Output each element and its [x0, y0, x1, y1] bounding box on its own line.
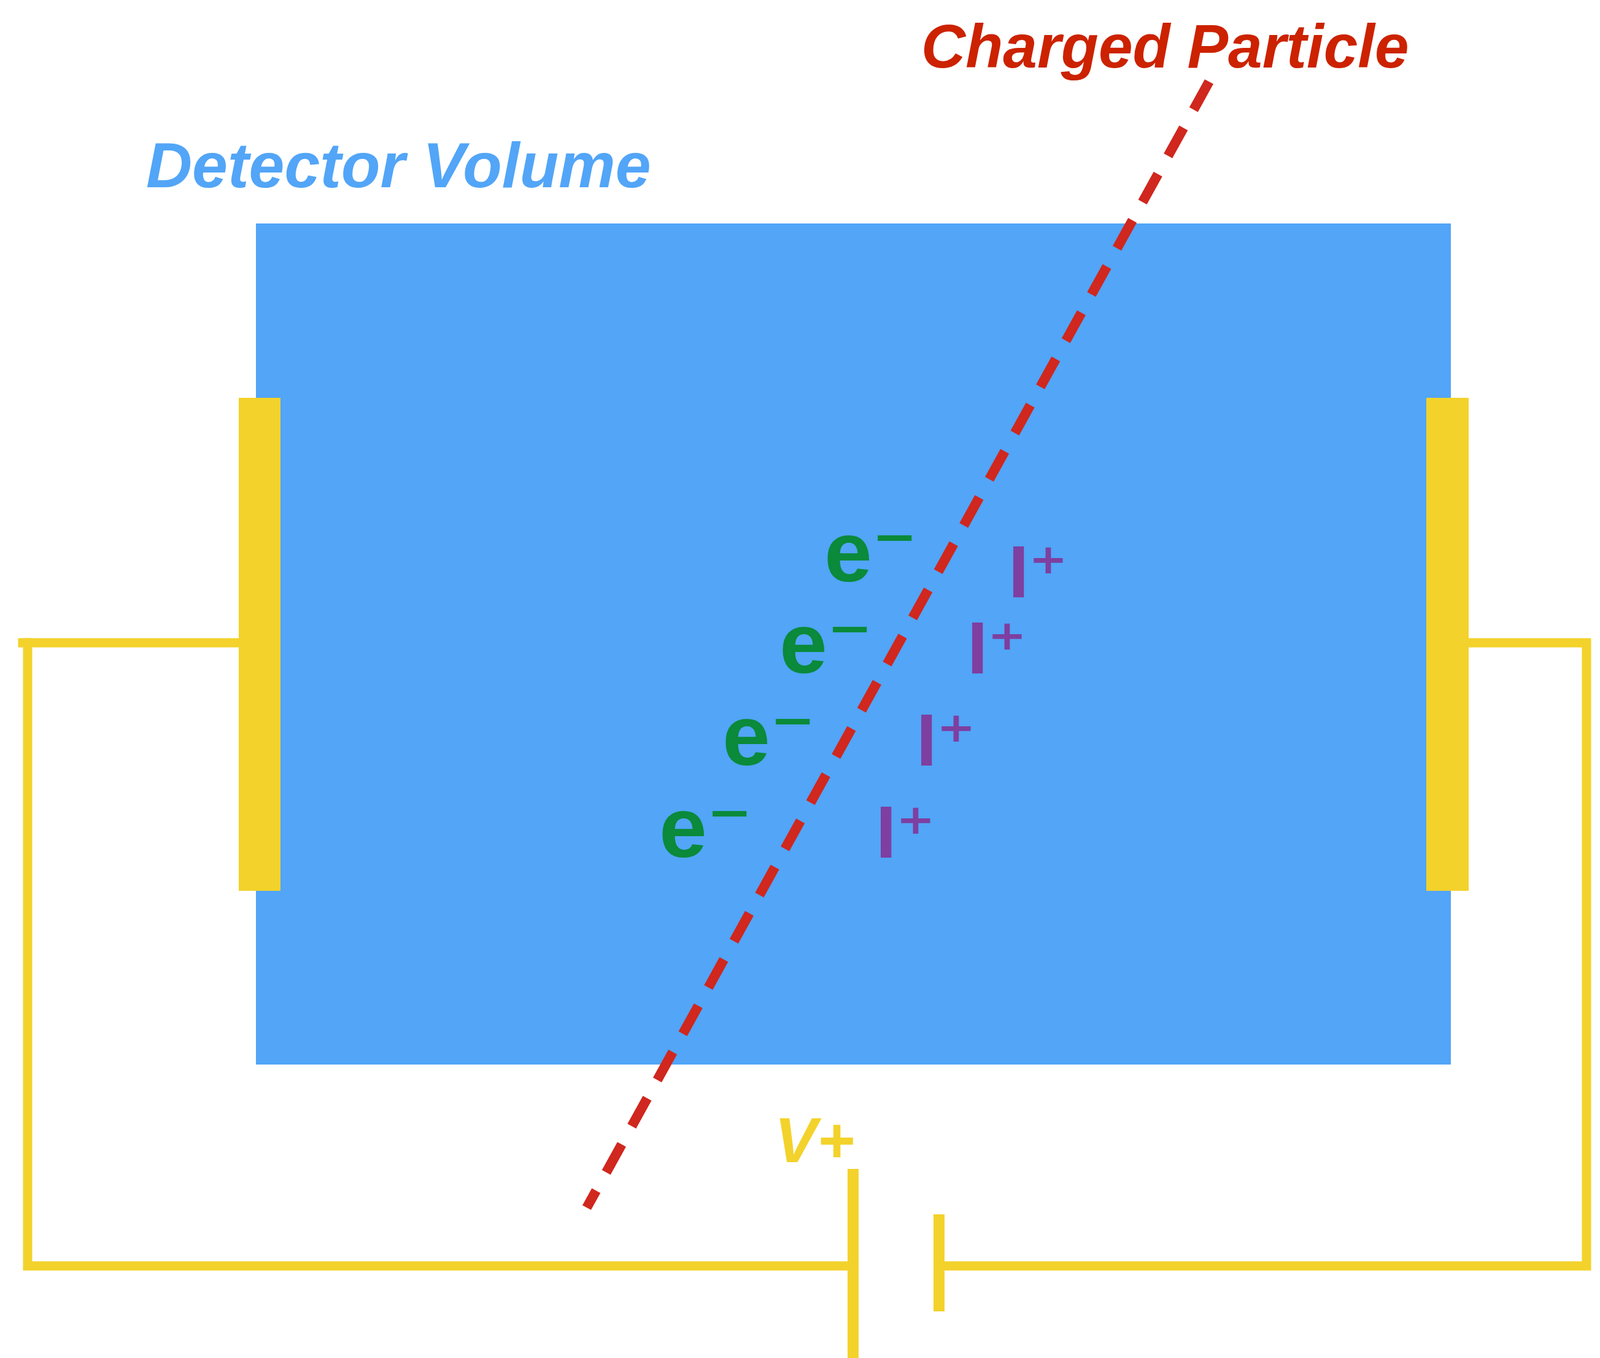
electrode-plate: [238, 397, 281, 891]
particle-label: Charged Particle: [921, 15, 1410, 77]
ion-label: I⁺: [875, 794, 936, 869]
battery-short-plate: [933, 1213, 945, 1311]
electron-label: e⁻: [722, 692, 816, 779]
electrode-plate: [1426, 397, 1469, 891]
electron-label: e⁻: [824, 508, 918, 595]
battery-long-plate: [847, 1168, 859, 1358]
ion-label: I⁺: [967, 610, 1027, 685]
particle-track: [586, 81, 1210, 1208]
wire: [939, 642, 1587, 1266]
region-heading: Detector Volume: [146, 133, 652, 198]
ion-label: I⁺: [916, 702, 976, 777]
detector-volume: [255, 223, 1451, 1065]
electron-label: e⁻: [659, 784, 753, 871]
electron-label: e⁻: [779, 600, 873, 687]
wire: [27, 642, 846, 1266]
wire: [22, 638, 258, 648]
voltage-label: V+: [774, 1107, 855, 1172]
ion-label: I⁺: [1008, 534, 1068, 609]
